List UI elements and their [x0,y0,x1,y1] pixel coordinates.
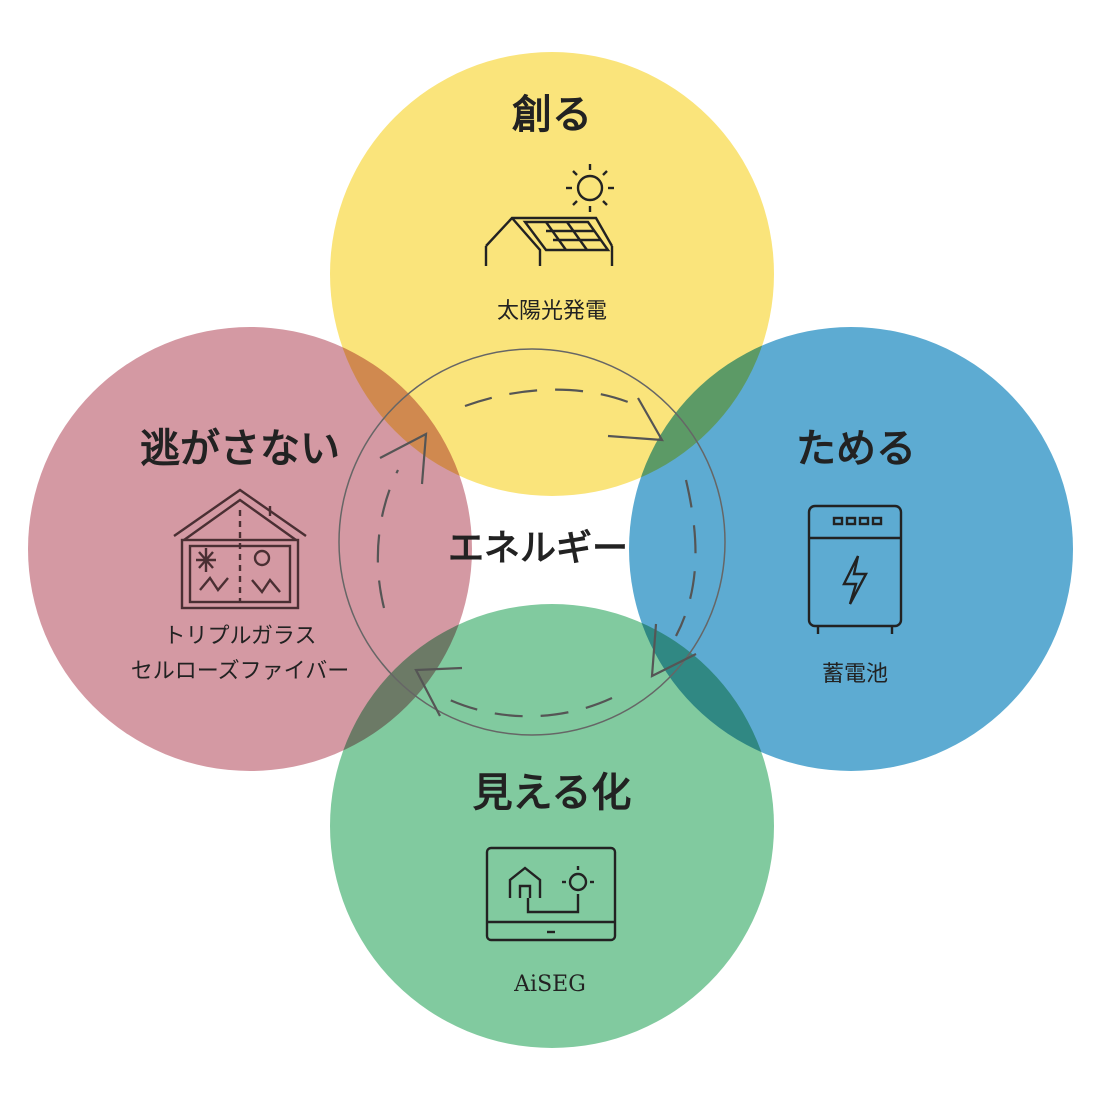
center-label: エネルギー [448,527,628,569]
cycle-arrow-top [464,388,629,408]
cycle-ring [338,348,726,736]
insulate-caption-line-1: トリプルガラス [164,624,317,649]
cycle-arrow-bottom [449,697,613,718]
cycle-arrow-right [675,479,697,637]
battery-storage-icon [807,504,903,634]
visualize-circle [330,604,774,1048]
cycle-arrow-left [376,469,399,609]
insulate-caption-line-2: セルローズファイバー [131,659,349,684]
segment-circles [28,52,1073,1048]
store-title: ためる [796,425,916,472]
store-circle [629,327,1073,771]
arrowhead-right [650,623,697,678]
create-caption: 太陽光発電 [497,299,607,324]
visualize-title: 見える化 [473,769,632,816]
store-caption: 蓄電池 [822,662,888,687]
insulate-title: 逃がさない [140,425,340,472]
solar-panel-roof-icon [484,164,614,266]
insulate-circle [28,327,472,771]
insulated-house-icon [173,488,307,610]
visualize-caption: AiSEG [513,972,586,997]
create-title: 創る [512,91,592,138]
arrowhead-bottom [414,666,463,717]
cycle-arrows [376,388,697,718]
arrowhead-left [379,432,428,485]
create-circle [330,52,774,496]
arrowhead-top [607,397,664,442]
monitor-home-sun-icon [485,846,617,942]
